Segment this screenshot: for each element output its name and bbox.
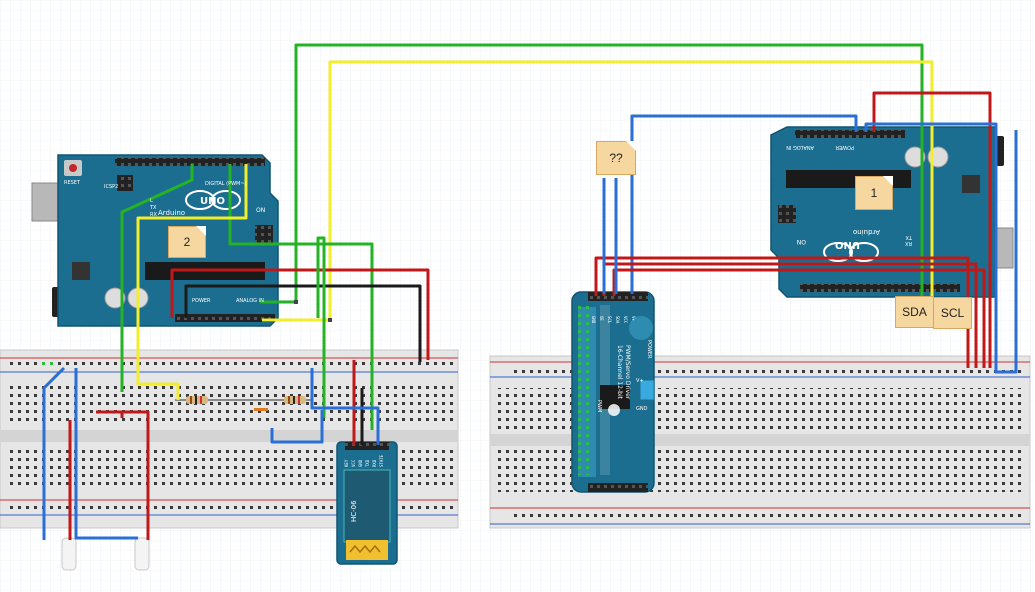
label-scl-text: SCL	[940, 306, 965, 320]
wire-blue-bt-2	[270, 410, 324, 444]
wire-green-left-1	[120, 164, 194, 392]
wire-green-long	[260, 43, 924, 304]
pwm-pin-5: V+	[631, 316, 636, 321]
pwm-pin-2: SCL	[607, 316, 612, 324]
left-digital-label: DIGITAL (PWM~)	[205, 181, 247, 187]
pwm-terminal	[639, 379, 655, 401]
pwm-pin-labels: GND OE SCL SDA VCC V+	[591, 316, 636, 324]
wire-yellow-left	[136, 164, 248, 400]
pwm-v-label: V+	[636, 378, 644, 384]
pwm-pin-1: OE	[599, 316, 604, 321]
right-on-label: ON	[797, 238, 806, 245]
hc06-header	[345, 442, 389, 450]
wire-red-led-2	[96, 410, 150, 540]
power-header-right	[795, 130, 905, 138]
pwm-pwm-label: PWM	[596, 400, 602, 412]
pwm-gnd-label: GND	[636, 406, 648, 412]
regulator-right	[962, 175, 980, 193]
right-model-label: UNO	[835, 239, 860, 250]
note-sensor[interactable]: ??	[596, 141, 636, 175]
hc06-antenna	[346, 540, 388, 560]
left-on-label: ON	[256, 207, 265, 214]
pwm-capacitor	[629, 316, 653, 340]
bt-pin-4: RXD	[372, 459, 377, 467]
wire-red-pwm-3	[612, 268, 986, 368]
pwm-driver-board	[571, 291, 655, 493]
bt-pin-labels: KEY VCC GND TXD RXD STATE	[344, 454, 384, 467]
icsp-header-right	[778, 205, 796, 223]
capacitor-right-1	[904, 146, 926, 168]
regulator-left	[72, 262, 90, 280]
left-tx-label: TX	[149, 205, 157, 211]
pwm-top-header	[588, 292, 648, 301]
resistor-2	[272, 396, 312, 404]
note-right-board-text: 1	[870, 186, 878, 200]
wire-blue-right	[630, 114, 858, 294]
note-right-board[interactable]: 1	[855, 176, 893, 210]
pwm-title-1: 16-Channel 12-bit	[616, 345, 623, 400]
pwm-pin-0: GND	[591, 316, 596, 324]
wire-green-left-2	[228, 164, 374, 430]
left-model-label: UNO	[200, 196, 225, 207]
bt-pin-3: TXD	[365, 459, 370, 467]
pwm-pin-3: SDA	[615, 316, 620, 324]
label-scl[interactable]: SCL	[933, 297, 972, 329]
left-l-label: L	[150, 198, 153, 204]
hc06-module	[336, 441, 398, 565]
wire-blue-led-1	[42, 366, 66, 540]
left-icsp-label: ICSP2	[104, 184, 118, 190]
digital-header-right	[800, 284, 960, 292]
wire-blue-bt	[310, 368, 380, 445]
board-text: RESET ICSP2 DIGITAL (PWM~) Arduino UNO O…	[64, 144, 913, 522]
wires	[42, 43, 1018, 540]
right-brand-label: Arduino	[853, 228, 880, 236]
pwm-power-label: POWER	[646, 340, 652, 359]
hc06-model-label: HC-06	[350, 500, 358, 522]
jumper-orange	[254, 408, 268, 411]
wire-red-left-top	[170, 268, 430, 360]
icsp-header-left	[255, 225, 273, 243]
led-right	[134, 537, 150, 571]
left-power-label: POWER	[192, 298, 211, 304]
bt-pin-2: GND	[358, 459, 363, 467]
pwm-title-2: PWM/Servo Driver	[624, 345, 631, 400]
pwm-bottom-header	[588, 483, 648, 492]
reset-knob-left	[69, 164, 77, 172]
breadboard-right	[489, 355, 1031, 529]
resistor-1	[175, 396, 282, 404]
wire-black-left	[184, 284, 422, 362]
capacitor-left-1	[104, 287, 126, 309]
wire-yellow-long	[262, 60, 934, 322]
right-analog-label: ANALOG IN	[786, 144, 814, 150]
right-tx-label: TX	[905, 234, 913, 240]
left-brand-label: Arduino	[158, 209, 185, 217]
note-sensor-text: ??	[609, 151, 623, 165]
note-left-board-text: 2	[183, 235, 191, 249]
label-sda-text: SDA	[902, 305, 927, 319]
pwm-star-logo	[608, 404, 620, 416]
digital-header-left	[115, 158, 265, 166]
right-rx-label: RX	[905, 240, 912, 246]
right-power-label: POWER	[835, 144, 854, 150]
bt-pin-0: KEY	[344, 459, 349, 467]
wire-blue-right-2	[864, 122, 1018, 374]
note-left-board[interactable]: 2	[168, 226, 206, 258]
left-reset-label: RESET	[64, 180, 81, 186]
bt-pin-1: VCC	[351, 459, 356, 467]
wire-blue-led-2	[74, 368, 138, 540]
led-left	[61, 537, 77, 571]
icsp2-header-left	[117, 175, 133, 191]
wire-red-top-right	[872, 91, 992, 368]
left-analog-label: ANALOG IN	[236, 298, 264, 304]
pwm-pin-4: VCC	[623, 316, 628, 324]
left-rx-label: RX	[150, 212, 157, 218]
wire-green-left-3	[316, 236, 326, 418]
bt-pin-5: STATE	[379, 454, 384, 467]
label-sda[interactable]: SDA	[895, 296, 934, 328]
power-header-left	[175, 314, 275, 322]
